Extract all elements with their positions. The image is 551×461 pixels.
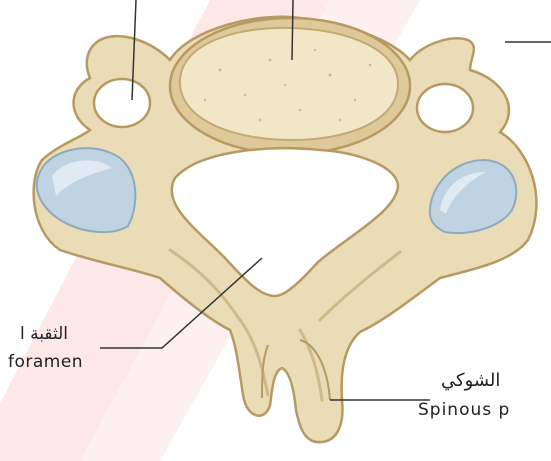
vertebral-body-surface [180,28,398,140]
transverse-foramen-right [417,84,473,132]
label-vertebral-foramen-arabic: الثقبة ا [20,324,68,344]
label-spinous-process-english: Spinous p [418,400,510,420]
label-spinous-process-arabic: الشوكي [441,370,500,391]
leader-line-vertebral-body [292,0,293,60]
label-vertebral-foramen-english: foramen [8,352,83,372]
transverse-foramen-left [94,79,150,127]
